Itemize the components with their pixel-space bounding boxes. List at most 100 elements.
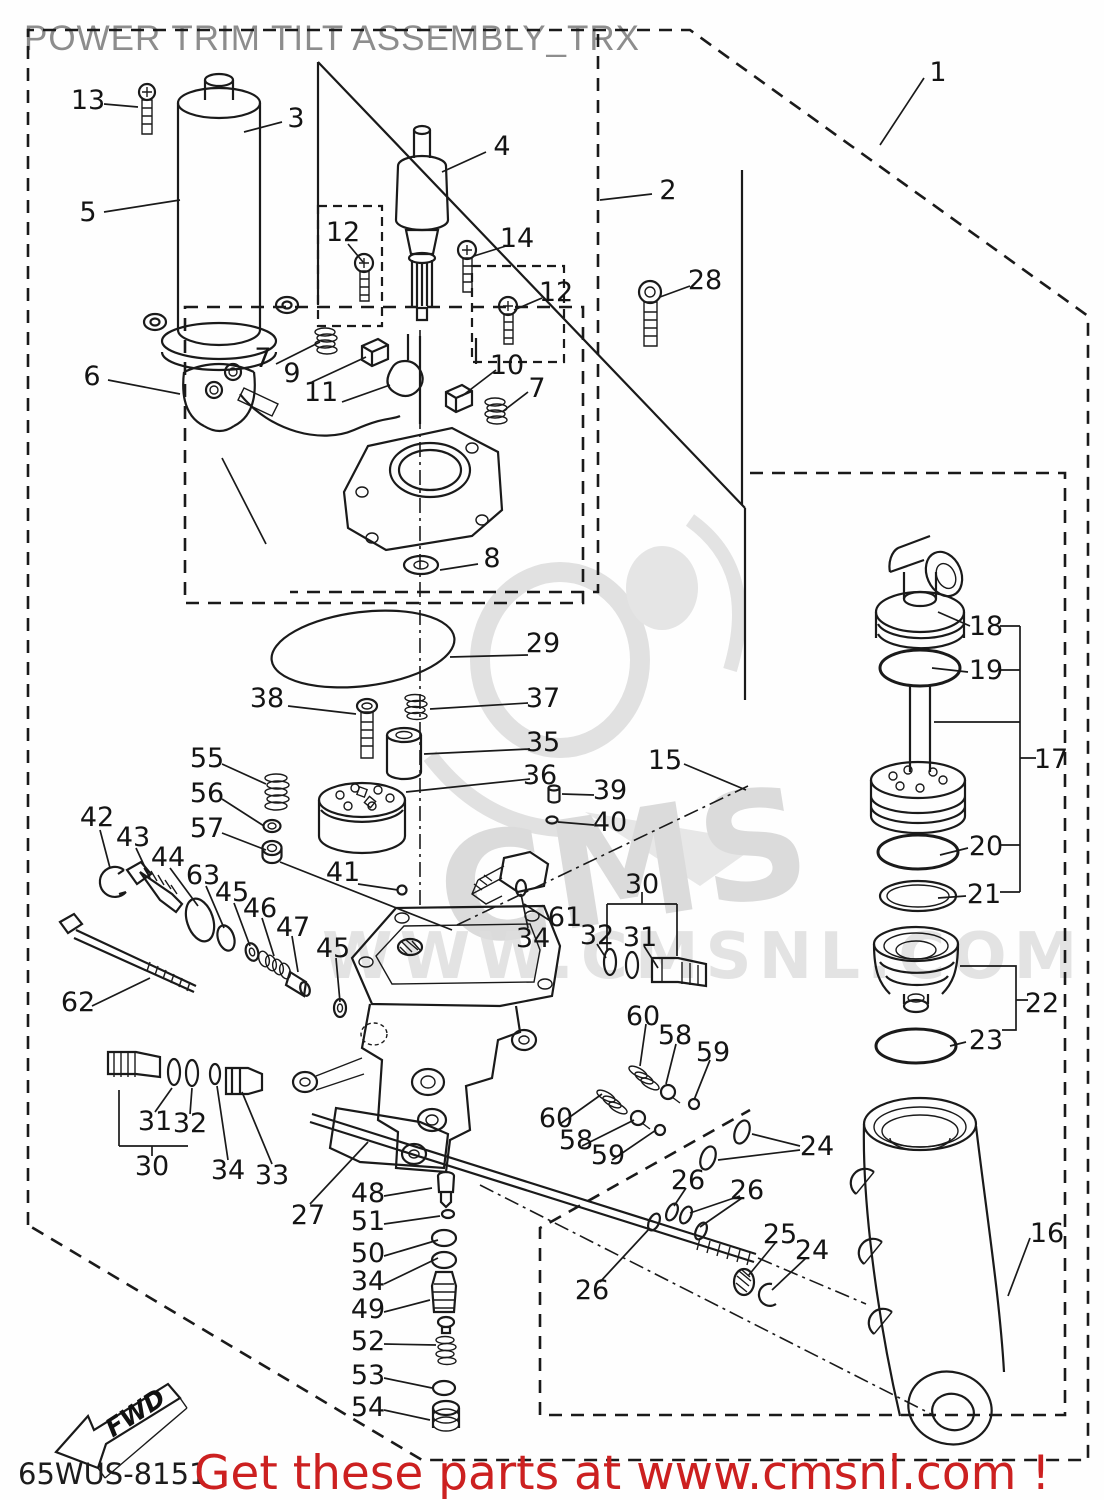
oring-23 [874, 1027, 958, 1065]
oring-44 [184, 897, 216, 943]
callout-25: 25 [763, 1219, 797, 1250]
callout-40: 40 [593, 807, 627, 838]
reservoir-wireframe [316, 61, 747, 700]
piston [869, 760, 967, 800]
screw-box-right [470, 264, 566, 364]
callout-21: 21 [967, 879, 1001, 910]
callout-3: 3 [287, 103, 304, 134]
pump-top-parts-drawing [261, 693, 561, 896]
callout-55: 55 [190, 743, 224, 774]
washer-8 [402, 554, 440, 576]
leader-lines [91, 77, 1036, 1421]
callout-60: 60 [626, 1001, 660, 1032]
manual-valve-cluster-drawing [471, 850, 708, 988]
clip-24 [757, 1282, 777, 1307]
armature-drawing [394, 124, 450, 322]
page-title: POWER TRIM TILT ASSEMBLY_TRX [24, 19, 640, 58]
callout-46: 46 [243, 893, 277, 924]
callout-30b: 30 [135, 1151, 169, 1182]
relief-valve-column-drawing [430, 1170, 461, 1432]
callout-61: 61 [548, 902, 582, 933]
callout-14: 14 [500, 223, 534, 254]
hex-plug-61 [498, 850, 550, 894]
callout-48: 48 [351, 1178, 385, 1209]
callout-12b: 12 [539, 277, 573, 308]
callout-42: 42 [80, 802, 114, 833]
callout-1: 1 [929, 57, 946, 88]
callout-51: 51 [351, 1206, 385, 1237]
callout-50: 50 [351, 1238, 385, 1269]
callout-39: 39 [593, 775, 627, 806]
dashed-borders [26, 28, 1090, 1462]
rod-62 [58, 912, 197, 994]
callout-59: 59 [696, 1037, 730, 1068]
callout-4: 4 [493, 131, 510, 162]
callout-45b: 45 [316, 933, 350, 964]
oring-21 [878, 879, 958, 913]
promo-banner-link[interactable]: Get these parts at www.cmsnl.com ! [194, 1446, 1050, 1500]
cylinder-tube-drawing [849, 1096, 1006, 1446]
fitting-31 [650, 956, 708, 988]
callout-54: 54 [351, 1392, 385, 1423]
callout-10: 10 [490, 350, 524, 381]
filter-screen-25 [732, 1267, 756, 1297]
callout-49: 49 [351, 1294, 385, 1325]
pump-body-drawing [291, 904, 562, 1174]
callout-26: 26 [671, 1165, 705, 1196]
valve-49 [430, 1270, 458, 1314]
callout-7b: 7 [528, 373, 545, 404]
callout-58: 58 [658, 1020, 692, 1051]
callout-15: 15 [648, 745, 682, 776]
callout-9: 9 [283, 358, 300, 389]
mount-screws-drawing [353, 239, 663, 347]
callout-32: 32 [580, 920, 614, 951]
callout-59b: 59 [591, 1140, 625, 1171]
left-valve-train-drawing [58, 860, 348, 1019]
oring-20 [876, 833, 960, 871]
diagram-code: 65WUS-8151 [18, 1457, 207, 1491]
trim-motor-drawing [137, 72, 300, 433]
callout-18: 18 [969, 611, 1003, 642]
callout-58b: 58 [559, 1125, 593, 1156]
bolt-28 [637, 279, 663, 305]
center-axis-lines [419, 330, 936, 1417]
callout-37: 37 [526, 683, 560, 714]
callout-22: 22 [1025, 988, 1059, 1019]
diaphragm-5 [182, 362, 256, 433]
callout-34: 34 [516, 923, 550, 954]
callout-63: 63 [186, 860, 220, 891]
callout-20: 20 [969, 831, 1003, 862]
callout-52: 52 [351, 1326, 385, 1357]
callout-31: 31 [623, 922, 657, 953]
callout-16: 16 [1030, 1218, 1064, 1249]
callout-24: 24 [800, 1131, 834, 1162]
callout-33: 33 [255, 1160, 289, 1191]
outer-dashed-border [26, 28, 1090, 1462]
callout-11: 11 [304, 377, 338, 408]
callout-53: 53 [351, 1360, 385, 1391]
callout-30: 30 [625, 869, 659, 900]
tilt-piston-column-drawing [869, 534, 967, 1065]
callout-2: 2 [659, 175, 676, 206]
left-fitting-cluster-drawing [106, 1050, 264, 1096]
callout-19: 19 [969, 655, 1003, 686]
callout-8: 8 [483, 543, 500, 574]
motor-base-drawing [270, 426, 504, 689]
callout-13: 13 [71, 85, 105, 116]
callout-6: 6 [83, 361, 100, 392]
callout-38: 38 [250, 683, 284, 714]
callout-62: 62 [61, 987, 95, 1018]
electrical-box [183, 305, 585, 605]
callout-29: 29 [526, 628, 560, 659]
callout-47: 47 [276, 912, 310, 943]
callout-35: 35 [526, 727, 560, 758]
parts-artwork [58, 61, 1006, 1446]
callout-56: 56 [190, 778, 224, 809]
callout-27: 27 [291, 1200, 325, 1231]
callout-32b: 32 [173, 1108, 207, 1139]
callout-60b: 60 [539, 1103, 573, 1134]
callout-24b: 24 [795, 1235, 829, 1266]
callout-28: 28 [688, 265, 722, 296]
tilt-cylinder-box [538, 471, 1067, 1417]
